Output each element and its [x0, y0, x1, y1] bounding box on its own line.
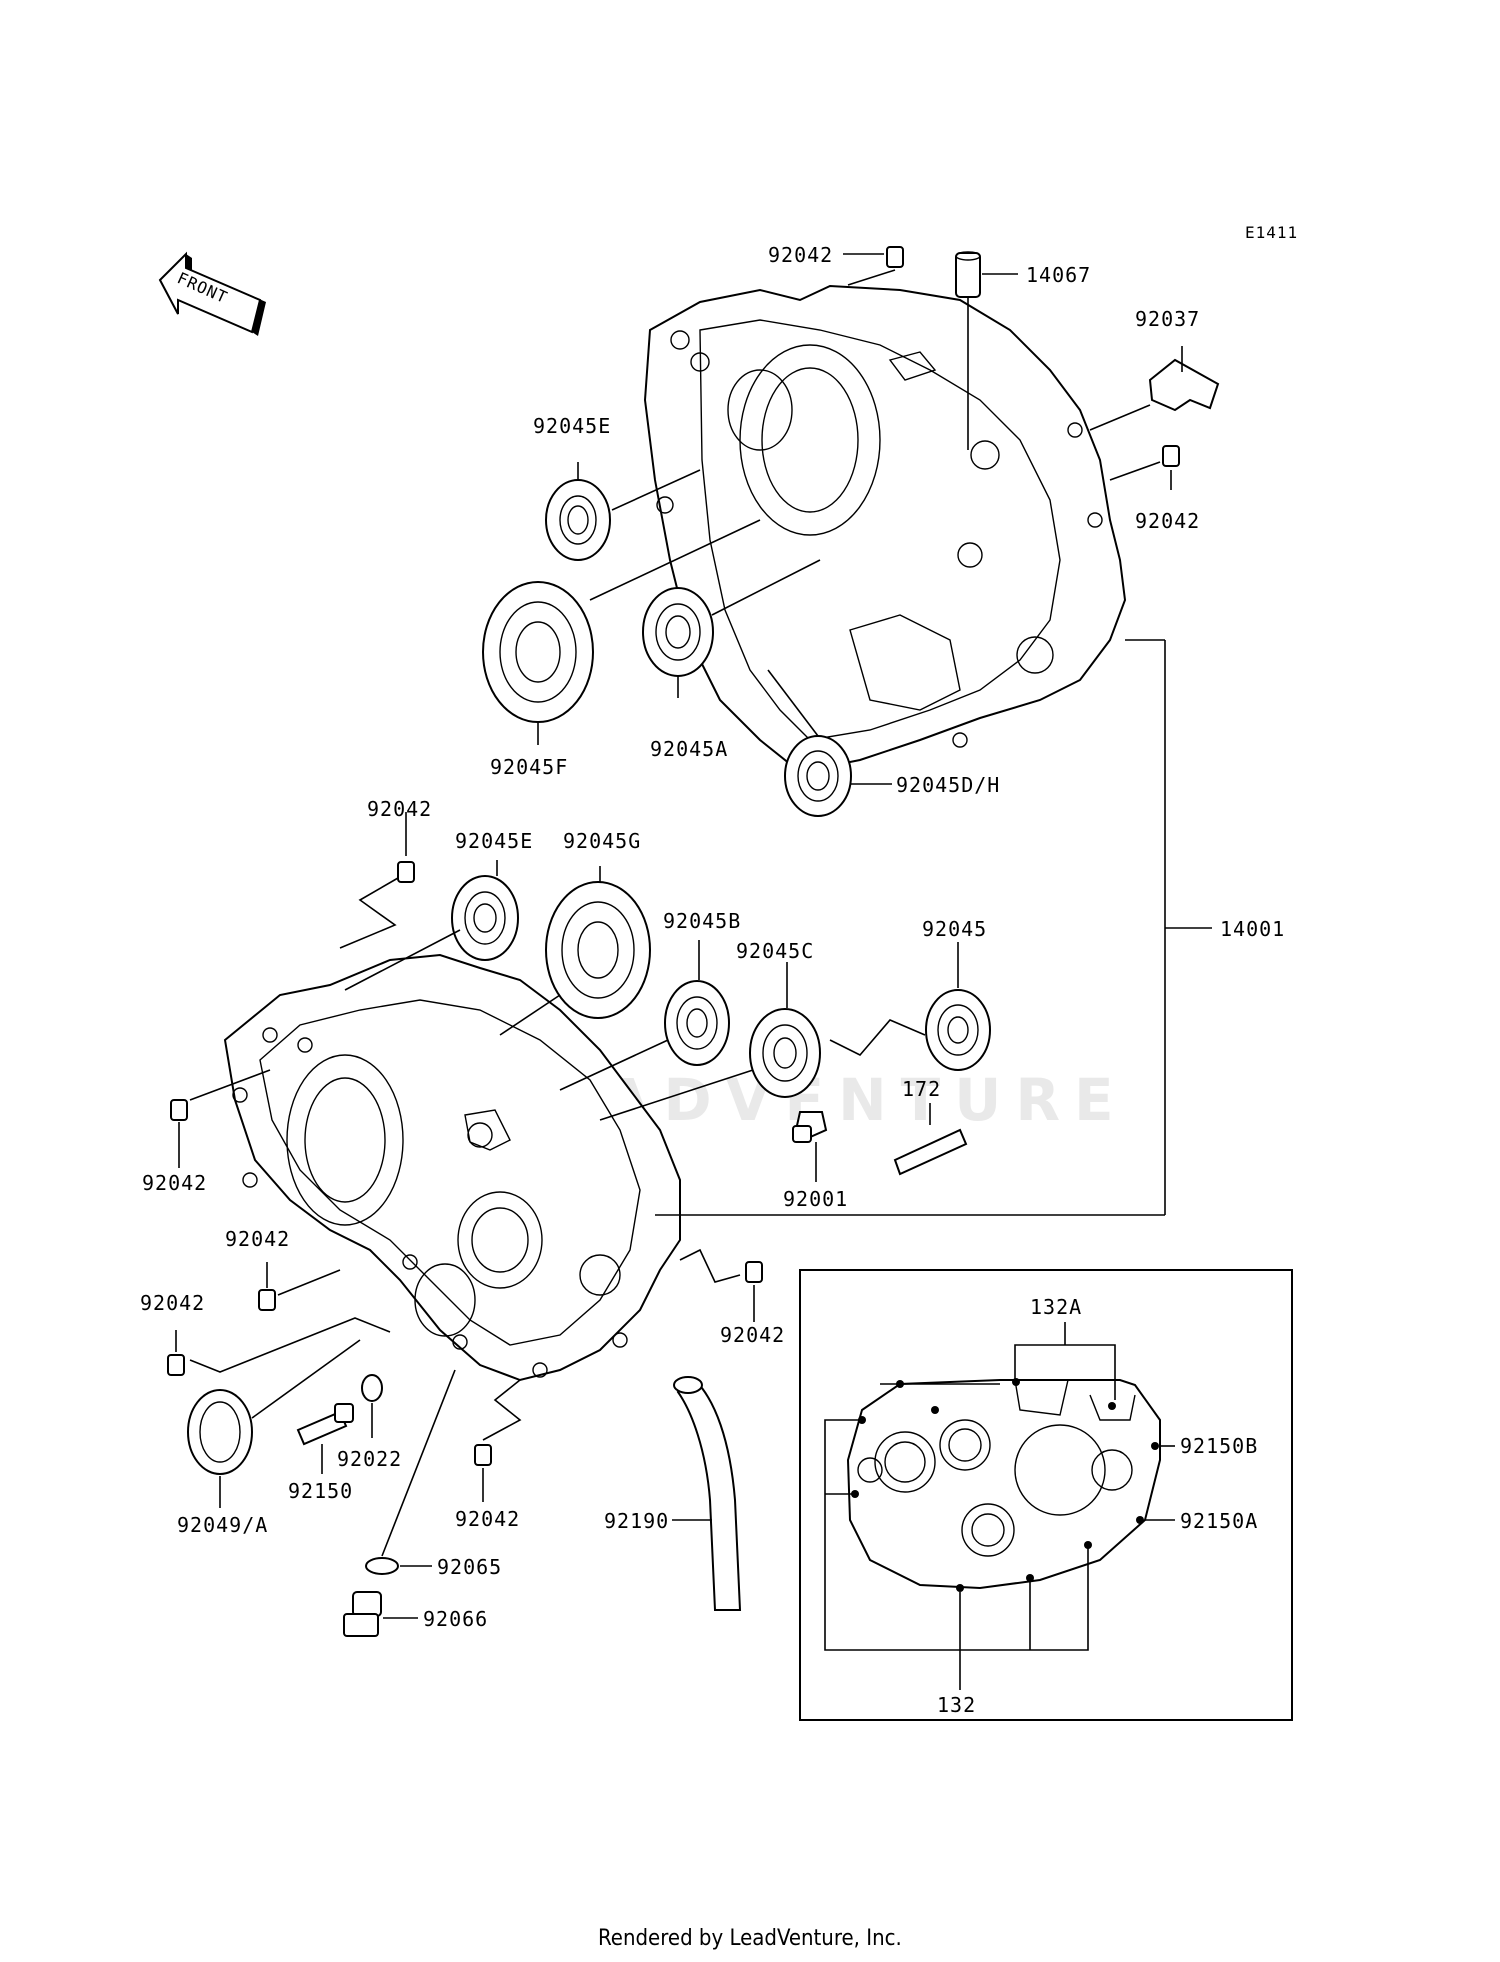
- label-92042-low: 92042: [720, 1323, 785, 1347]
- label-92042-left3: 92042: [140, 1291, 205, 1315]
- label-14001: 14001: [1220, 917, 1285, 941]
- dowel-pin-92042-left3: [167, 1354, 185, 1376]
- label-92150B: 92150B: [1180, 1434, 1258, 1458]
- bearing-92045F: [482, 581, 594, 723]
- bolt-92150: [296, 1403, 354, 1446]
- bearing-92045E-top: [545, 479, 611, 561]
- label-92045B: 92045B: [663, 909, 741, 933]
- label-92045C: 92045C: [736, 939, 814, 963]
- front-arrow-icon: FRONT: [158, 251, 266, 336]
- label-92150A: 92150A: [1180, 1509, 1258, 1533]
- bearing-92045G: [545, 881, 651, 1019]
- bearing-92045: [925, 989, 991, 1071]
- label-92045E-mid: 92045E: [455, 829, 533, 853]
- label-92190: 92190: [604, 1509, 669, 1533]
- bearing-92045A: [642, 587, 714, 677]
- dowel-pin-92042-bottom: [474, 1444, 492, 1466]
- dowel-pin-92042-left: [170, 1099, 188, 1121]
- dowel-pin-92042-left2: [258, 1289, 276, 1311]
- left-crankcase-half: [223, 953, 681, 1382]
- label-92065: 92065: [437, 1555, 502, 1579]
- bearing-92045B: [664, 980, 730, 1066]
- label-92045DH: 92045D/H: [896, 773, 1000, 797]
- dowel-pin-92042-low: [745, 1261, 763, 1283]
- label-92045F: 92045F: [490, 755, 568, 779]
- label-92042-bottom: 92042: [455, 1507, 520, 1531]
- tube-92190: [673, 1376, 742, 1611]
- inset-panel: [799, 1269, 1293, 1721]
- washer-92065: [365, 1557, 399, 1575]
- label-92042-right: 92042: [1135, 509, 1200, 533]
- footer-credit: Rendered by LeadVenture, Inc.: [598, 1926, 902, 1951]
- oil-seal-92049A: [187, 1389, 253, 1475]
- bracket-92037: [1148, 358, 1220, 412]
- label-92045E-top: 92045E: [533, 414, 611, 438]
- label-14067: 14067: [1026, 263, 1091, 287]
- label-92037: 92037: [1135, 307, 1200, 331]
- label-92042-mid: 92042: [367, 797, 432, 821]
- leader-lines: [175, 253, 1212, 1619]
- label-92042-left: 92042: [142, 1171, 207, 1195]
- bearing-92045C: [749, 1008, 821, 1098]
- label-92045G: 92045G: [563, 829, 641, 853]
- sleeve-14067: [955, 251, 981, 298]
- plug-92001: [792, 1111, 828, 1143]
- label-92045A: 92045A: [650, 737, 728, 761]
- label-172: 172: [902, 1077, 941, 1101]
- washer-92022: [361, 1374, 383, 1402]
- label-92042-left2: 92042: [225, 1227, 290, 1251]
- label-92150: 92150: [288, 1479, 353, 1503]
- part-labels: 92042 14067 92037 92042 92045E 92045F 92…: [140, 243, 1285, 1717]
- label-92066: 92066: [423, 1607, 488, 1631]
- label-92022: 92022: [337, 1447, 402, 1471]
- diagram-code: E1411: [1245, 223, 1298, 242]
- right-crankcase-half: [643, 284, 1127, 774]
- label-92045: 92045: [922, 917, 987, 941]
- dowel-pin-92042-right: [1162, 445, 1180, 467]
- label-92042-top: 92042: [768, 243, 833, 267]
- stud-172: [893, 1128, 968, 1176]
- label-92049A: 92049/A: [177, 1513, 268, 1537]
- dowel-pin-92042-mid: [397, 861, 415, 883]
- bearing-92045DH: [784, 735, 852, 817]
- label-92001: 92001: [783, 1187, 848, 1211]
- label-132: 132: [937, 1693, 976, 1717]
- label-132A: 132A: [1030, 1295, 1082, 1319]
- bearing-92045E-mid: [451, 875, 519, 961]
- drain-plug-92066: [343, 1591, 382, 1637]
- dowel-pin-92042-top: [886, 246, 904, 268]
